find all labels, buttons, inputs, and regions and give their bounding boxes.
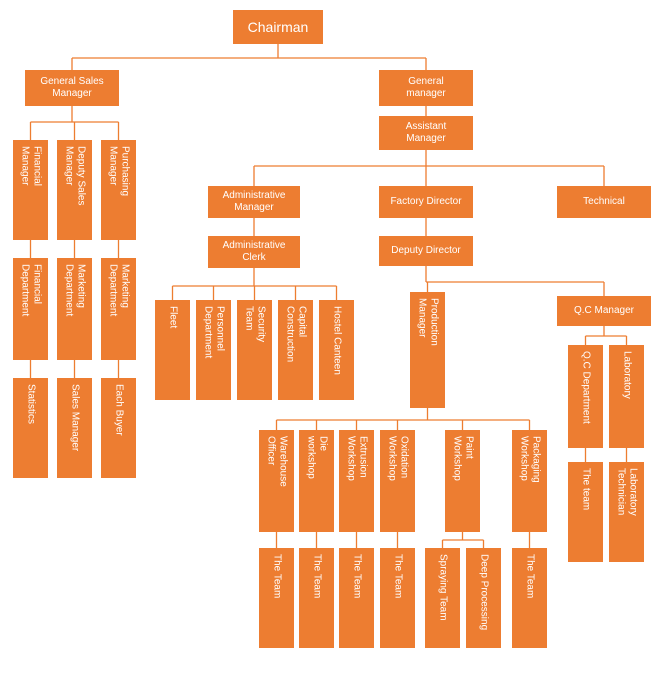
node-label: Financial Manager xyxy=(19,146,43,187)
node-fleet: Fleet xyxy=(155,300,190,400)
node-label: Sales Manager xyxy=(69,384,81,452)
node-label: Die workshop xyxy=(305,436,329,479)
node-label: The Team xyxy=(392,554,404,599)
node-extrusion-ws: Extrusion Workshop xyxy=(339,430,374,532)
node-security: Security Team xyxy=(237,300,272,400)
node-label: Warehouse Officer xyxy=(265,436,289,487)
node-technical: Technical xyxy=(557,186,651,218)
node-gsm: General Sales Manager xyxy=(25,70,119,106)
node-fin-dept: Financial Department xyxy=(13,258,48,360)
node-label: Laboratory xyxy=(621,351,633,399)
node-label: Deep Processing xyxy=(478,554,490,631)
node-label: Fleet xyxy=(167,306,179,329)
node-team-packaging: The Team xyxy=(512,548,547,648)
node-label: Deputy Director xyxy=(391,245,461,256)
node-deputy-dir: Deputy Director xyxy=(379,236,473,266)
node-label: Oxidation Workshop xyxy=(386,436,410,481)
node-label: The Team xyxy=(351,554,363,599)
node-label: Production Manager xyxy=(416,298,440,346)
node-each-buyer: Each Buyer xyxy=(101,378,136,478)
node-admin-mgr: Administrative Manager xyxy=(208,186,300,218)
node-gm: General manager xyxy=(379,70,473,106)
node-paint-ws: Paint Workshop xyxy=(445,430,480,532)
node-label: Each Buyer xyxy=(113,384,125,436)
node-prod-mgr: Production Manager xyxy=(410,292,445,408)
node-oxidation-ws: Oxidation Workshop xyxy=(380,430,415,532)
node-label: Laboratory Technician xyxy=(615,468,639,516)
node-label: Q.C Manager xyxy=(573,305,635,316)
node-statistics: Statistics xyxy=(13,378,48,478)
node-laboratory: Laboratory xyxy=(609,345,644,448)
node-factory-dir: Factory Director xyxy=(379,186,473,218)
node-asst-mgr: Assistant Manager xyxy=(379,116,473,150)
node-label: General manager xyxy=(406,76,446,99)
node-deep-proc: Deep Processing xyxy=(466,548,501,648)
node-team-extrusion: The Team xyxy=(339,548,374,648)
node-label: Security Team xyxy=(243,306,267,343)
node-label: General Sales Manager xyxy=(40,76,104,99)
node-spraying: Spraying Team xyxy=(425,548,460,648)
node-label: Technical xyxy=(583,196,625,207)
node-fin-mgr: Financial Manager xyxy=(13,140,48,240)
node-qc-mgr: Q.C Manager xyxy=(557,296,651,326)
node-label: Spraying Team xyxy=(437,554,449,621)
node-label: Paint Workshop xyxy=(451,436,475,481)
node-team-die: The Team xyxy=(299,548,334,648)
node-label: Financial Department xyxy=(19,264,43,317)
node-capital: Capital Construction xyxy=(278,300,313,400)
node-qc-team: The team xyxy=(568,462,603,562)
node-personnel: Personnel Department xyxy=(196,300,231,400)
node-label: The team xyxy=(580,468,592,511)
node-label: Personnel Department xyxy=(202,306,226,359)
node-label: Purchasing Manager xyxy=(107,146,131,197)
node-hostel: Hostel Canteen xyxy=(319,300,354,400)
node-die-ws: Die workshop xyxy=(299,430,334,532)
node-packaging-ws: Packaging Workshop xyxy=(512,430,547,532)
node-team-warehouse: The Team xyxy=(259,548,294,648)
node-label: The Team xyxy=(524,554,536,599)
node-label: Extrusion Workshop xyxy=(345,436,369,481)
node-label: The Team xyxy=(271,554,283,599)
node-label: Statistics xyxy=(25,384,37,425)
node-qc-dept: Q.C Department xyxy=(568,345,603,448)
node-mkt-dept2: Marketing Department xyxy=(101,258,136,360)
node-purch-mgr: Purchasing Manager xyxy=(101,140,136,240)
node-label: Packaging Workshop xyxy=(518,436,542,483)
node-label: Capital Construction xyxy=(284,306,308,363)
node-dep-sales: Deputy Sales Manager xyxy=(57,140,92,240)
node-mkt-dept1: Marketing Department xyxy=(57,258,92,360)
node-label: Assistant Manager xyxy=(405,121,447,144)
node-label: Marketing Department xyxy=(107,264,131,317)
node-chairman: Chairman xyxy=(233,10,323,44)
node-label: Q.C Department xyxy=(580,351,592,424)
node-team-oxidation: The Team xyxy=(380,548,415,648)
node-label: Marketing Department xyxy=(63,264,87,317)
node-sales-mgr: Sales Manager xyxy=(57,378,92,478)
node-label: The Team xyxy=(311,554,323,599)
node-warehouse: Warehouse Officer xyxy=(259,430,294,532)
node-label: Hostel Canteen xyxy=(331,306,343,375)
node-label: Chairman xyxy=(247,19,309,35)
node-admin-clerk: Administrative Clerk xyxy=(208,236,300,268)
node-label: Administrative Clerk xyxy=(222,240,286,263)
node-label: Deputy Sales Manager xyxy=(63,146,87,206)
node-lab-tech: Laboratory Technician xyxy=(609,462,644,562)
node-label: Factory Director xyxy=(390,196,462,207)
node-label: Administrative Manager xyxy=(222,190,286,213)
